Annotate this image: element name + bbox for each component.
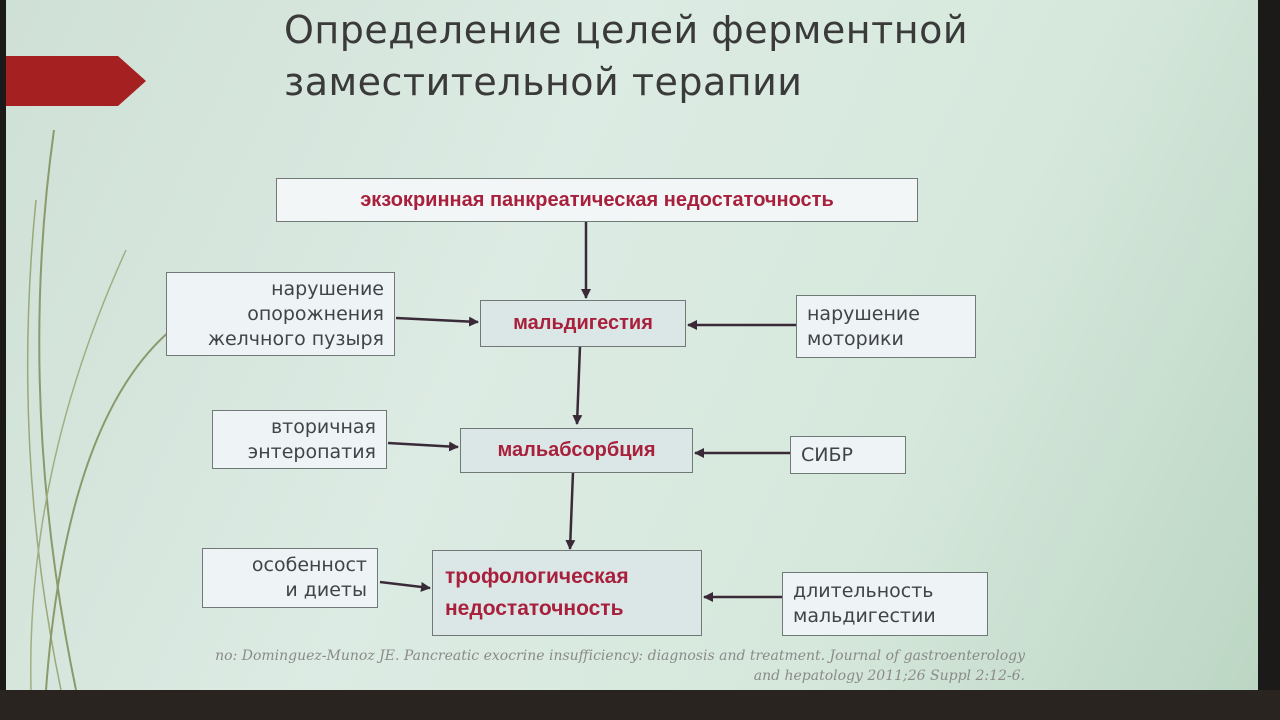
- page-title: Определение целей ферментной заместитель…: [284, 4, 1184, 108]
- box-tropho-line-2: недостаточность: [445, 597, 624, 620]
- box-malabsorption: мальабсорбция: [460, 428, 693, 473]
- box-sibo: СИБР: [790, 436, 906, 474]
- box-maldigestion-label: мальдигестия: [513, 312, 653, 334]
- box-enteropathy-line-2: энтеропатия: [247, 440, 376, 463]
- source-line-1: по: Dominguez-Munoz JE. Pancreatic exocr…: [215, 648, 1025, 664]
- box-gallbladder-line-2: опорожнения: [247, 302, 384, 325]
- box-malabsorption-label: мальабсорбция: [497, 439, 656, 461]
- box-secondary-enteropathy: вторичная энтеропатия: [212, 410, 387, 469]
- title-line-1: Определение целей ферментной: [284, 8, 969, 52]
- title-line-2: заместительной терапии: [284, 60, 803, 104]
- arrow-gallbladder-to-maldigestion: [395, 316, 479, 327]
- arrow-enteropathy-to-malabsorption: [387, 441, 459, 452]
- box-diet-line-1: особенност: [251, 554, 367, 576]
- decorative-leaf-lines: [26, 129, 172, 690]
- box-maldigestion-duration: длительность мальдигестии: [782, 572, 988, 636]
- box-gallbladder-line-3: желчного пузыря: [207, 327, 384, 350]
- box-gallbladder-emptying: нарушение опорожнения желчного пузыря: [166, 272, 395, 356]
- arrow-malabsorption-to-tropho: [565, 471, 576, 550]
- box-exocrine-insufficiency-label: экзокринная панкреатическая недостаточно…: [360, 188, 834, 211]
- box-enteropathy-line-1: вторичная: [270, 415, 376, 438]
- box-duration-line-1: длительность: [793, 580, 934, 602]
- arrow-diet-to-tropho: [379, 580, 431, 592]
- screen-bezel: [0, 690, 1280, 720]
- box-diet-features: особенност и диеты: [202, 548, 378, 608]
- box-trophological-insufficiency: трофологическая недостаточность: [432, 550, 702, 636]
- source-line-2: and hepatology 2011;26 Suppl 2:12-6.: [753, 668, 1025, 684]
- box-exocrine-insufficiency: экзокринная панкреатическая недостаточно…: [276, 178, 918, 222]
- box-sibo-label: СИБР: [801, 443, 853, 466]
- ribbon-marker: [6, 56, 146, 106]
- source-citation: по: Dominguez-Munoz JE. Pancreatic exocr…: [145, 646, 1025, 686]
- box-motility-line-1: нарушение: [807, 302, 920, 325]
- box-duration-line-2: мальдигестии: [793, 605, 936, 627]
- box-motility-line-2: моторики: [807, 327, 904, 350]
- box-maldigestion: мальдигестия: [480, 300, 686, 347]
- box-motility-disorder: нарушение моторики: [796, 295, 976, 358]
- arrow-maldigestion-to-malabsorption: [572, 345, 583, 425]
- box-diet-line-2: и диеты: [285, 579, 367, 601]
- box-tropho-line-1: трофологическая: [445, 565, 629, 588]
- box-gallbladder-line-1: нарушение: [271, 277, 384, 300]
